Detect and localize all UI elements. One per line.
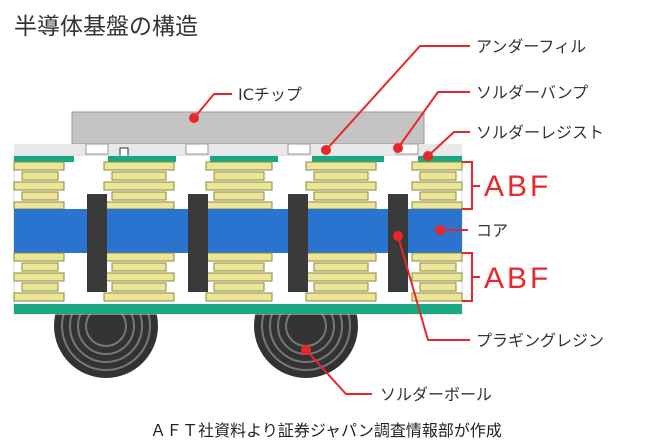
label-solder-bump: ソルダーバンプ	[476, 83, 588, 102]
label-solder-ball: ソルダーボール	[380, 385, 492, 404]
label-underfill: アンダーフィル	[476, 37, 586, 56]
solder-resist-bottom	[14, 304, 462, 314]
label-ic-chip: ICチップ	[238, 85, 302, 104]
diagram-title: 半導体基盤の構造	[14, 14, 198, 40]
label-abf-top: ABF	[484, 170, 551, 203]
leader-lines	[193, 45, 470, 395]
abf-bottom-plating	[13, 252, 463, 302]
label-abf-bottom: ABF	[484, 262, 551, 295]
plated-through-holes	[87, 194, 408, 292]
solder-resist-top	[14, 156, 462, 162]
leader-dots	[189, 113, 445, 355]
bump-marker	[119, 147, 129, 157]
label-plugging-resin: プラギングレジン	[476, 331, 604, 350]
abf-braces	[462, 161, 480, 302]
abf-top-plating	[13, 161, 463, 210]
solder-bumps	[85, 143, 419, 155]
source-note: ＡＦＴ社資料より証券ジャパン調査情報部が作成	[150, 421, 502, 440]
ic-chip	[71, 111, 425, 145]
label-core: コア	[476, 221, 508, 240]
label-solder-resist: ソルダーレジスト	[476, 123, 604, 142]
